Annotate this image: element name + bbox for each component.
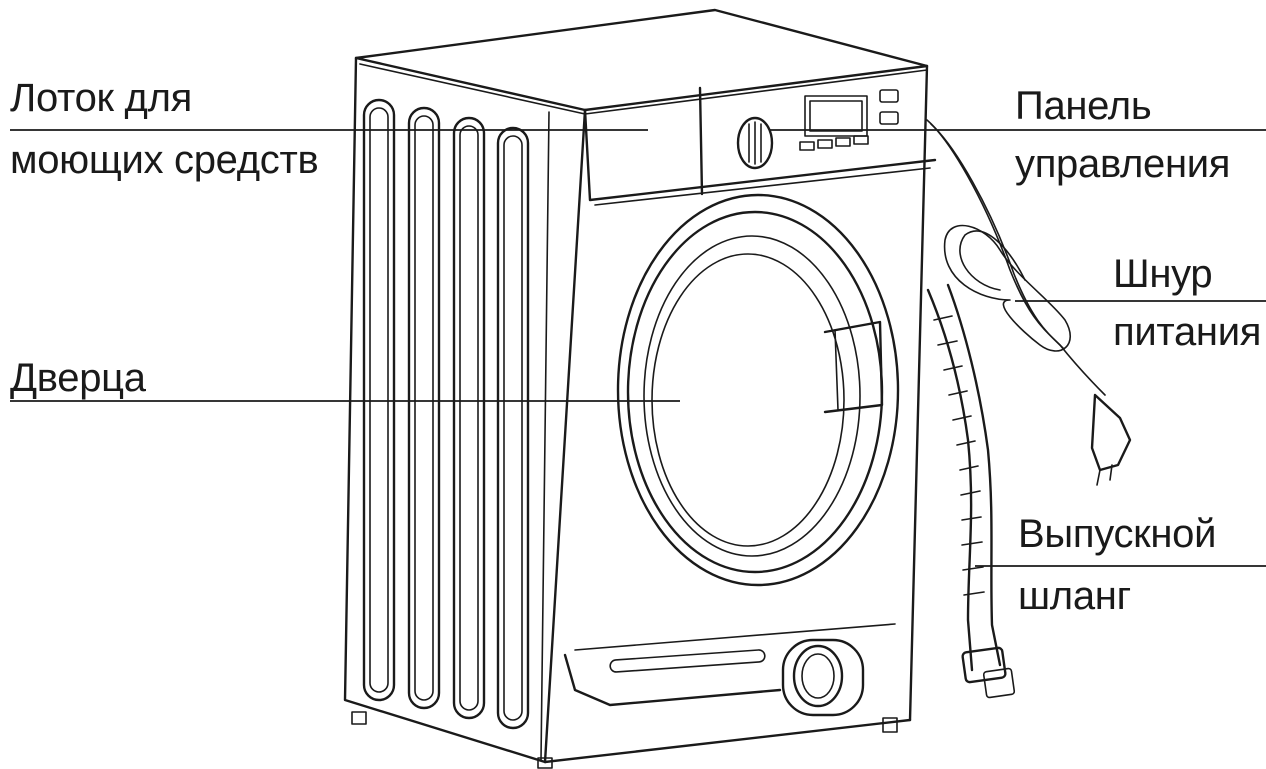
label-control-panel-line1: Панель: [1015, 84, 1152, 128]
leader-lines: [10, 129, 1266, 567]
door: [616, 193, 900, 587]
label-door: Дверца: [10, 356, 146, 400]
power-plug-icon: [1090, 393, 1132, 486]
label-drain-hose-line2: шланг: [1018, 574, 1131, 618]
label-control-panel-line2: управления: [1015, 142, 1231, 186]
label-power-cord-line2: питания: [1113, 310, 1262, 354]
label-drain-hose-line1: Выпускной: [1018, 512, 1217, 556]
label-detergent-tray-line2: моющих средств: [10, 138, 319, 182]
control-strip: [583, 86, 937, 206]
drain-hose-illustration: [926, 283, 1016, 699]
feet: [351, 711, 898, 769]
cabinet: [343, 8, 929, 764]
side-ribs: [362, 98, 530, 730]
label-detergent-tray-line1: Лоток для: [10, 76, 192, 120]
bottom-panel: [563, 623, 896, 717]
label-power-cord-line1: Шнур: [1113, 252, 1213, 296]
